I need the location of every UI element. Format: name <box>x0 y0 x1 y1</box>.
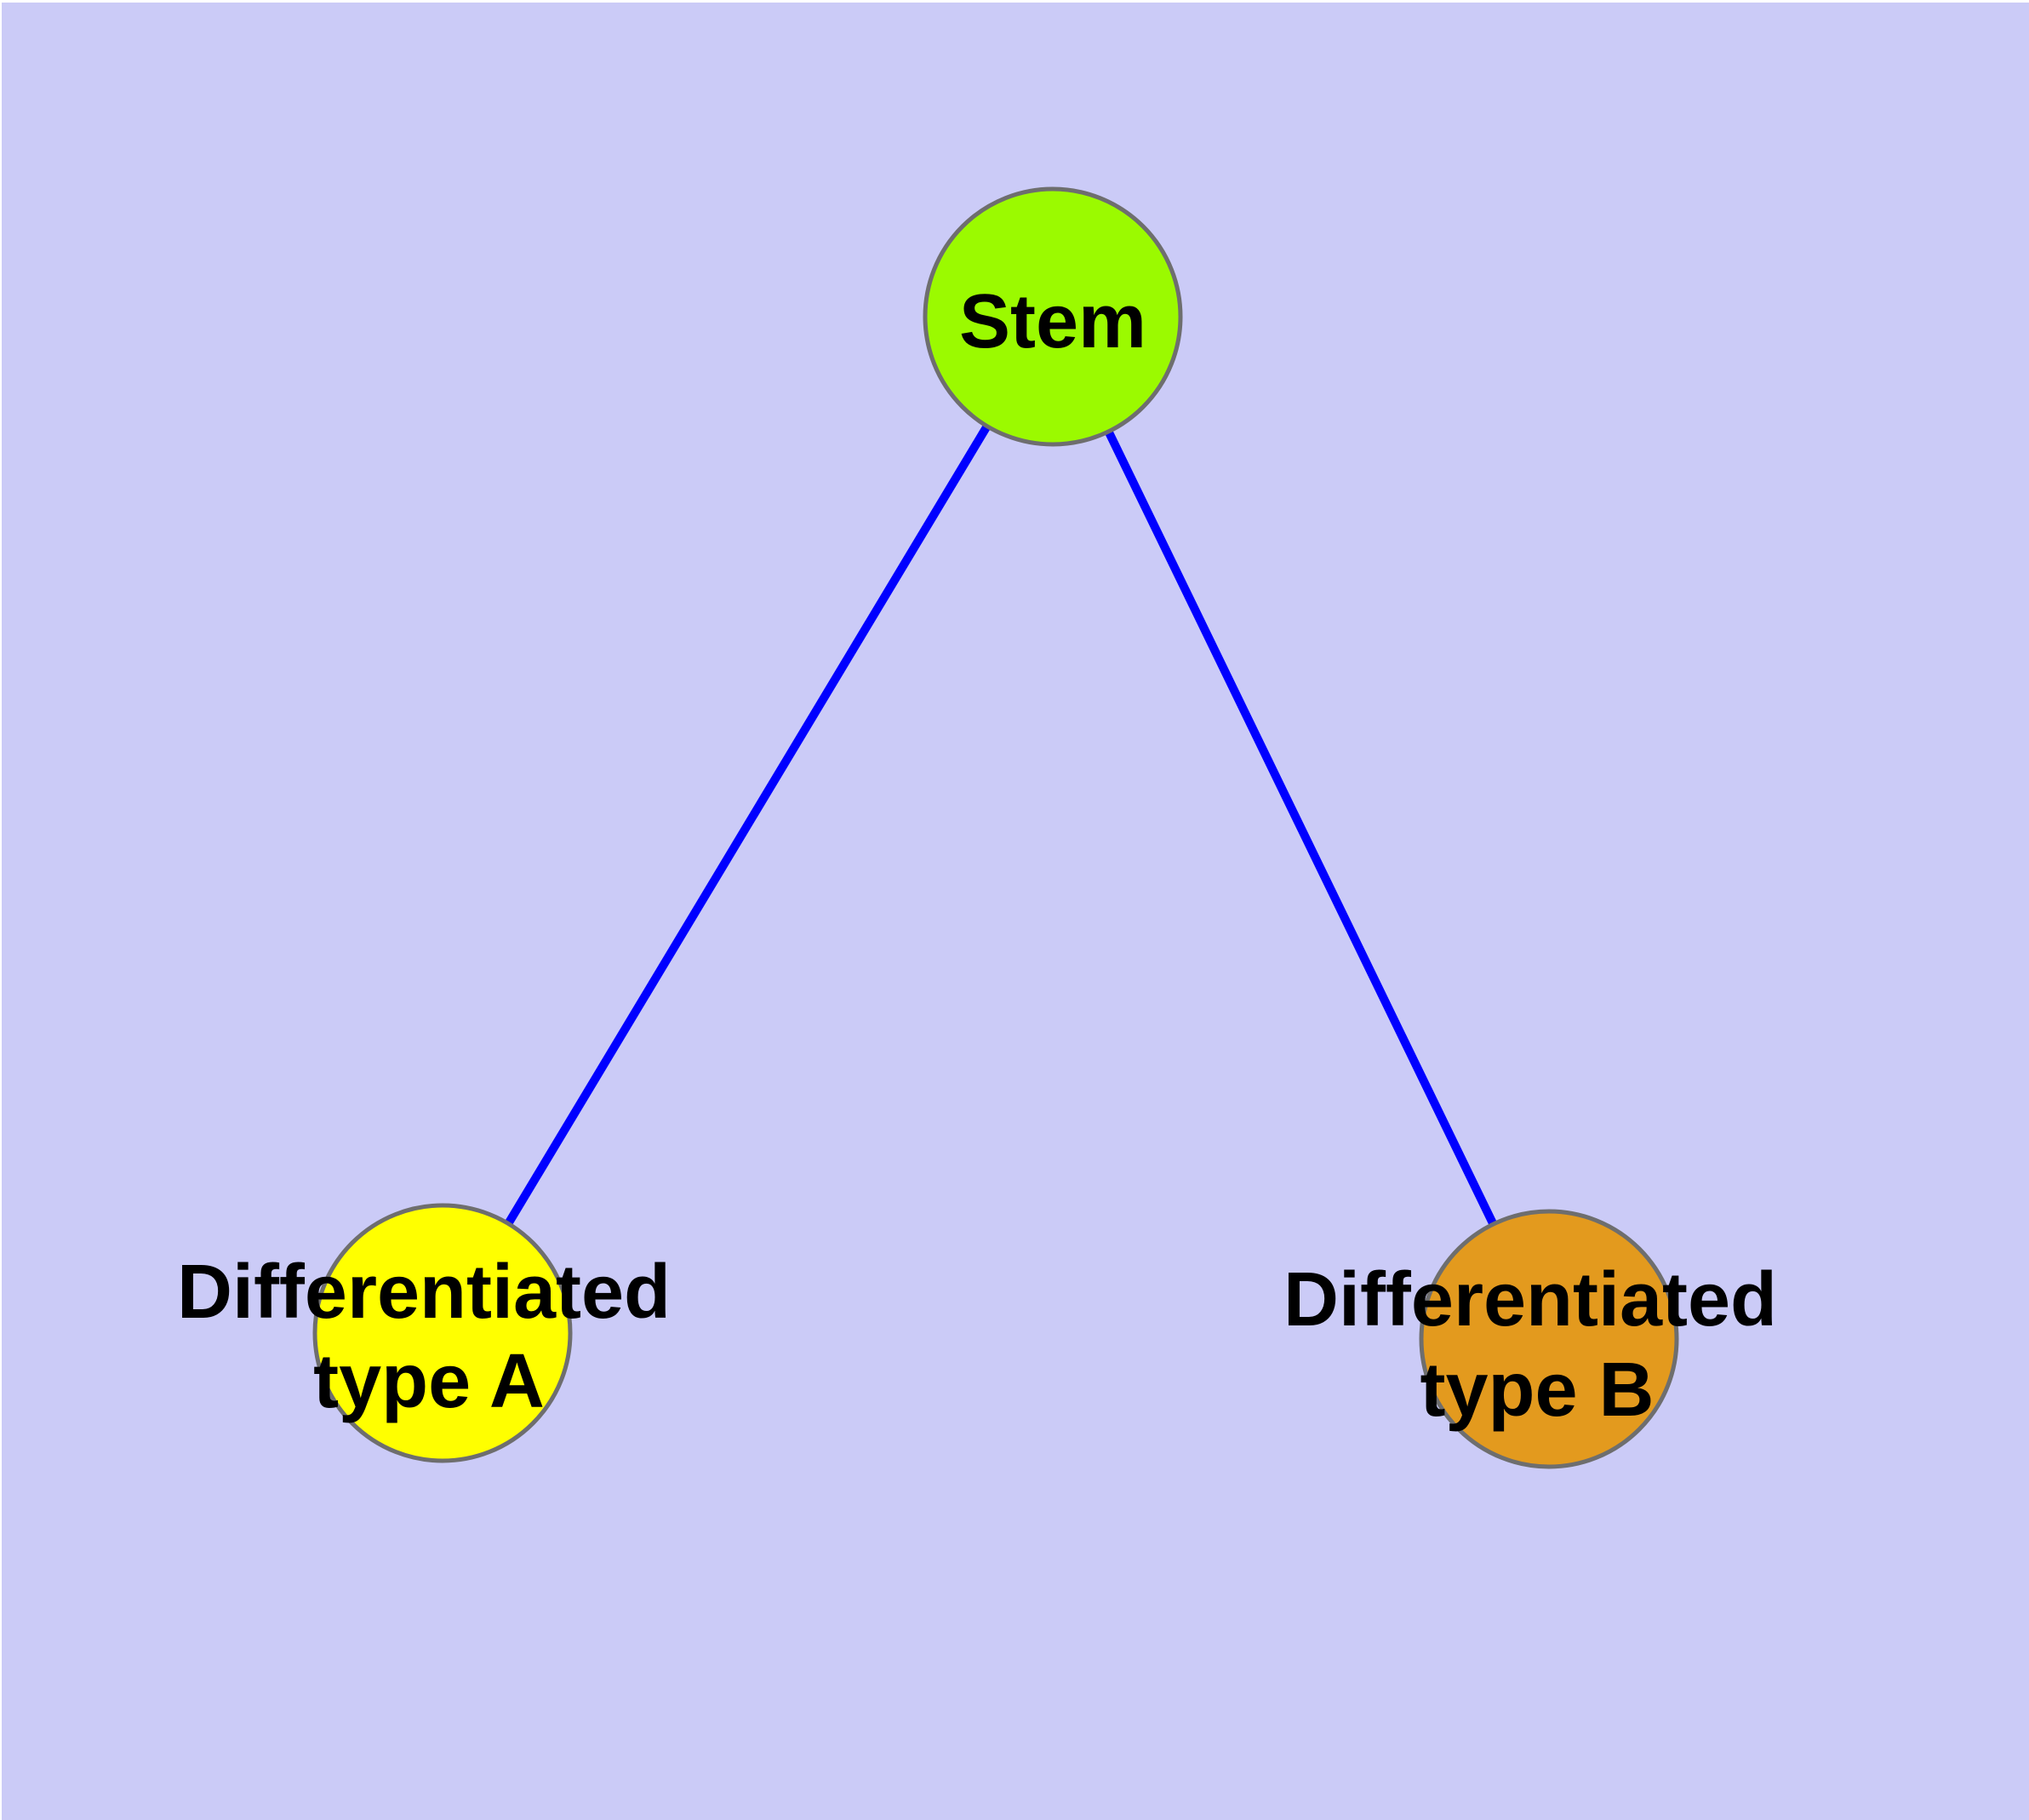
node-differentiated-type-b <box>1419 1209 1679 1469</box>
node-stem <box>923 186 1183 447</box>
node-labels: Stem Differentiated type A Differentiate… <box>177 279 1777 1433</box>
nodes <box>312 186 1679 1469</box>
node-differentiated-type-a <box>312 1203 573 1463</box>
node-type-b-label-line-1: Differentiated <box>1283 1257 1777 1342</box>
node-type-b-label-line-2: type B <box>1420 1348 1654 1433</box>
edge-stem-to-type-b <box>1049 314 1553 1342</box>
node-type-a-label-line-2: type A <box>313 1339 545 1424</box>
node-stem-label: Stem <box>959 279 1146 364</box>
edge-stem-to-type-a <box>438 314 1057 1336</box>
node-type-a-label-line-1: Differentiated <box>177 1250 671 1335</box>
edges <box>438 314 1553 1342</box>
